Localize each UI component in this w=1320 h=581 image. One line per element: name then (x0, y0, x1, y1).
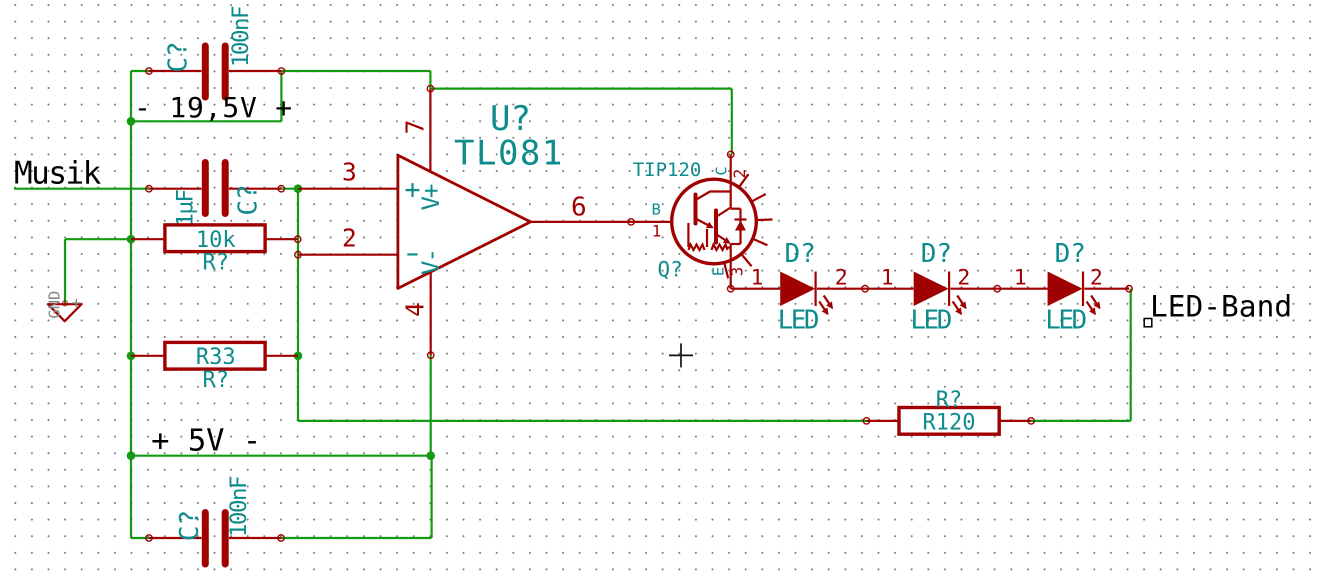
res-10k-value[interactable]: 10k (196, 228, 236, 253)
transistor-tip120[interactable]: TIP120 Q? B C E 1 2 3 (631, 154, 773, 289)
net-label-led-band[interactable]: LED-Band (1150, 290, 1292, 324)
tip-pin-b-number: 1 (652, 222, 662, 241)
resistor-r120[interactable]: R? R120 (866, 388, 1032, 436)
junction-supply-bottom-left[interactable] (126, 451, 136, 461)
led1-pin2-number: 2 (835, 265, 848, 290)
tip-reference[interactable]: Q? (658, 258, 683, 282)
led1-pin1-number: 1 (751, 265, 764, 290)
opamp-value[interactable]: TL081 (454, 134, 564, 174)
res-10k-reference[interactable]: R? (203, 251, 230, 276)
tip-pin-e-number: 3 (728, 267, 747, 277)
led2-light-arrows (951, 294, 967, 316)
led-band-anchor-square (1143, 317, 1153, 328)
led1-triangle (780, 271, 816, 306)
capacitor-input[interactable]: C? 1µF (149, 159, 282, 227)
gnd-triangle (46, 303, 83, 323)
opamp-pin4-number: 4 (401, 302, 430, 317)
led1-value[interactable]: LED (778, 306, 822, 336)
gnd-symbol[interactable]: GND (46, 291, 83, 323)
pin-end-circles (61, 67, 1134, 542)
res-r33-value[interactable]: R33 (196, 345, 236, 370)
opamp-tl081[interactable]: U? TL081 + - V+ V- 3 2 6 7 4 (298, 88, 631, 356)
led-1[interactable]: D? LED 1 2 (730, 239, 866, 336)
annotation-supply-bottom[interactable]: + 5V - (151, 424, 261, 459)
cap-bottom-value[interactable]: 100nF (226, 476, 252, 537)
gnd-hidden-pin-marker (72, 299, 81, 307)
opamp-pin3-number: 3 (342, 157, 357, 186)
cap-top-reference[interactable]: C? (164, 41, 194, 72)
opamp-pin-name-plus: + (404, 175, 420, 206)
gnd-label: GND (46, 291, 64, 319)
led1-light-arrows (818, 294, 834, 316)
res-r33-body (163, 340, 267, 371)
junction-supply-bottom-right[interactable] (426, 451, 436, 461)
net-label-led-band-group[interactable]: LED-Band (1143, 290, 1292, 328)
led1-reference[interactable]: D? (785, 239, 816, 269)
tip-diode-anode (735, 220, 746, 231)
capacitor-bottom[interactable]: C? 100nF (149, 476, 281, 568)
opamp-pin2-number: 2 (342, 224, 357, 253)
led-2[interactable]: D? LED 1 2 (865, 239, 998, 336)
led2-pin1-number: 1 (881, 265, 894, 290)
led3-triangle (1047, 271, 1083, 306)
opamp-pin6-number: 6 (571, 193, 587, 223)
junction-supply-top[interactable] (126, 117, 136, 126)
cap-bottom-reference[interactable]: C? (175, 510, 205, 541)
tip-pin-name-e: E (709, 267, 727, 276)
led2-triangle (913, 271, 949, 306)
resistor-r33[interactable]: R33 R? (131, 340, 298, 393)
res-r120-value[interactable]: R120 (923, 411, 976, 436)
led-3[interactable]: D? LED 1 2 (997, 239, 1130, 336)
led3-value[interactable]: LED (1045, 306, 1089, 336)
tip-internals (687, 154, 747, 289)
capacitor-top[interactable]: C? 100nF (149, 6, 282, 101)
cap-top-value[interactable]: 100nF (228, 6, 254, 67)
opamp-reference[interactable]: U? (490, 99, 531, 139)
led3-pin1-number: 1 (1014, 265, 1027, 290)
wires (14, 69, 1132, 540)
led3-pin2-number: 2 (1090, 265, 1103, 290)
res-r120-reference[interactable]: R? (936, 388, 963, 413)
tip-pin-name-c: C (713, 166, 731, 175)
tip-case-ticks (723, 173, 773, 279)
opamp-pin-name-vminus: V- (417, 250, 445, 275)
led3-reference[interactable]: D? (1055, 239, 1086, 269)
resistor-10k[interactable]: 10k R? (131, 223, 298, 276)
res-r120-body (897, 405, 1001, 436)
crosshair-cursor (669, 343, 693, 368)
tip-value[interactable]: TIP120 (633, 159, 702, 181)
led3-light-arrows (1085, 294, 1101, 316)
annotation-supply-top[interactable]: - 19,5V + (134, 91, 293, 124)
net-label-musik[interactable]: Musik (14, 156, 103, 192)
cap-in-value[interactable]: 1µF (173, 189, 199, 226)
tip-pin-c-number: 2 (730, 169, 749, 179)
opamp-pin-name-vplus: V+ (417, 184, 445, 210)
cap-in-reference[interactable]: C? (234, 184, 264, 215)
led2-value[interactable]: LED (910, 306, 954, 336)
opamp-pin7-number: 7 (401, 120, 430, 135)
led2-pin2-number: 2 (957, 265, 970, 290)
led2-reference[interactable]: D? (921, 239, 952, 269)
res-r33-reference[interactable]: R? (203, 368, 230, 393)
tip-pin-name-b: B (652, 200, 661, 218)
res-10k-body (163, 223, 267, 254)
opamp-triangle (396, 153, 532, 290)
opamp-pin-name-minus: - (400, 238, 424, 269)
